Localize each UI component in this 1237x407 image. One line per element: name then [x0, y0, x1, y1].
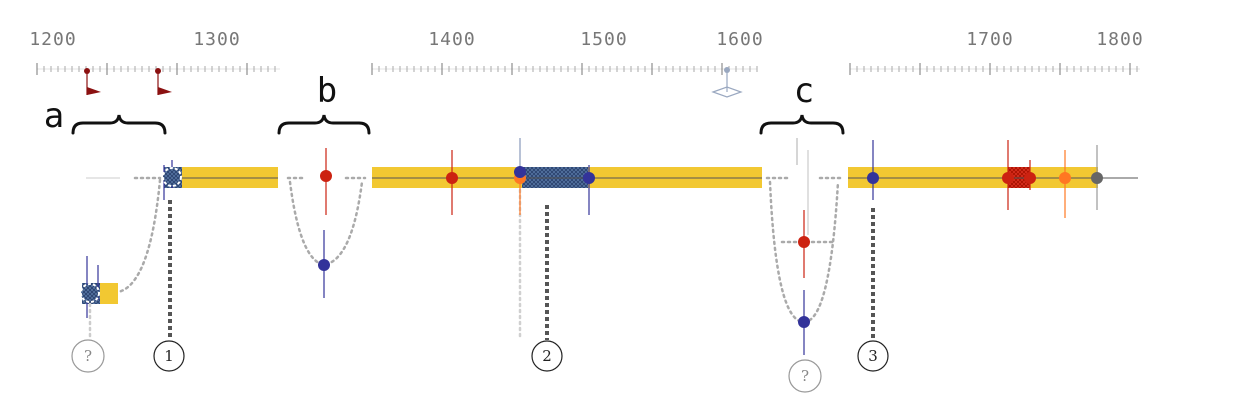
- data-dots: [80, 166, 1103, 328]
- dashed-reference-lines: [168, 200, 875, 340]
- brace-label-b: b: [317, 71, 337, 111]
- marker-1: 1: [153, 340, 185, 372]
- tick-label-1400: 1400: [428, 29, 475, 50]
- dot-gray-1780: [1091, 172, 1103, 184]
- brace-label-c: c: [794, 71, 814, 111]
- marker-q1-label: ?: [84, 347, 92, 365]
- tick-label-1300: 1300: [193, 29, 240, 50]
- dotted-connectors: [88, 176, 845, 340]
- marker-1-label: 1: [164, 347, 174, 365]
- brace-c: [759, 114, 845, 135]
- marker-3-label: 3: [868, 347, 878, 365]
- timeline-bars: [84, 167, 1098, 304]
- dot-blue-3: [867, 172, 879, 184]
- tick-label-1200: 1200: [29, 29, 76, 50]
- dot-blue-hatched-1: [162, 167, 182, 187]
- flag-marker-1: [84, 68, 101, 95]
- tick-label-1500: 1500: [580, 29, 627, 50]
- dot-red-1700: [1002, 172, 1014, 184]
- flag-marker-2: [155, 68, 172, 95]
- brace-label-a: a: [44, 96, 64, 136]
- dot-red-b: [320, 170, 332, 182]
- brace-b: [277, 114, 371, 135]
- marker-q2-label: ?: [801, 367, 809, 385]
- tick-label-1800: 1800: [1096, 29, 1143, 50]
- dot-blue-c: [798, 316, 810, 328]
- marker-q1: ?: [71, 339, 105, 373]
- marker-2: 2: [531, 340, 563, 372]
- axis-ticks: [36, 63, 1140, 75]
- dot-blue-b: [318, 259, 330, 271]
- marker-q2: ?: [788, 359, 822, 393]
- marker-3: 3: [857, 340, 889, 372]
- marker-2-label: 2: [542, 347, 552, 365]
- diamond-marker-icon: [711, 67, 743, 98]
- dot-red-c: [798, 236, 810, 248]
- brace-a: [71, 114, 167, 135]
- dot-red-1400: [446, 172, 458, 184]
- axis-tick-labels: 1200 1300 1400 1500 1600 1700 1800: [29, 29, 1143, 50]
- dot-blue-1450: [514, 166, 526, 178]
- tick-label-1600: 1600: [716, 29, 763, 50]
- circled-markers: ? 1 2 ? 3: [71, 339, 889, 393]
- dot-orange-1750: [1059, 172, 1071, 184]
- dot-blue-hatched-small: [80, 283, 100, 303]
- dot-red-1715: [1024, 172, 1036, 184]
- dot-blue-1490: [583, 172, 595, 184]
- tick-label-1700: 1700: [966, 29, 1013, 50]
